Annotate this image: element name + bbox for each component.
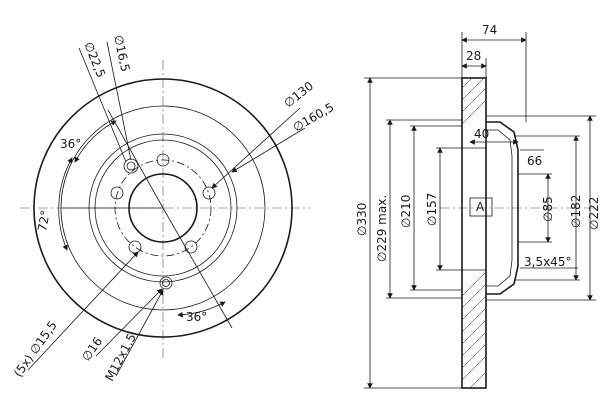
leader-d15-5 [27, 251, 139, 371]
label-w-40: 40 [474, 127, 489, 141]
spigot-hole-top-inner [126, 161, 136, 171]
bolt-hole [184, 240, 198, 254]
label-d16-5: ∅16,5 [111, 34, 132, 73]
label-d-229: ∅229 max. [375, 195, 389, 262]
bolt-hole [110, 186, 124, 200]
ref-a-box [469, 197, 493, 217]
leader-thread [115, 289, 164, 377]
label-d160-5: ∅160,5 [291, 100, 337, 135]
hat-profile-top [486, 121, 519, 295]
leader-d16-5 [106, 41, 132, 161]
leader-d160-5 [231, 127, 306, 173]
label-d-222: ∅222 [587, 197, 600, 230]
bolt-hole [156, 153, 170, 167]
radial-line-top [107, 109, 164, 209]
label-d16: ∅16 [79, 335, 105, 364]
leader-d130 [211, 107, 301, 189]
label-d-182: ∅182 [569, 195, 583, 228]
thread-hole-inner [162, 279, 170, 287]
label-angle-36-top: 36° [60, 137, 81, 151]
label-d-210: ∅210 [399, 195, 413, 228]
disc-flange [461, 77, 487, 389]
label-ref-a: A [476, 200, 485, 214]
leader-d22-5 [78, 47, 127, 163]
label-w-74: 74 [482, 23, 497, 37]
outer-disc-circle [33, 78, 293, 338]
label-angle-72: 72° [35, 209, 52, 232]
label-angle-36-bottom: 36° [186, 310, 207, 324]
front-view: ∅16,5 ∅22,5 ∅130 ∅160,5 36° 72° 36° (5x)… [11, 34, 336, 384]
hat-inner-profile [486, 129, 513, 287]
label-d15-5: (5x) ∅15,5 [11, 318, 60, 379]
friction-inner-circle [60, 105, 266, 311]
section-view: A 74 28 40 66 3,5x45° ∅330 ∅229 max. ∅21… [355, 23, 600, 389]
label-d-66: 66 [527, 154, 542, 168]
angle-arc-36-bottom [177, 301, 226, 318]
label-d130: ∅130 [281, 79, 316, 111]
thread-hole [159, 276, 173, 290]
flange-hatch [461, 77, 487, 389]
spigot-hole-top [123, 158, 139, 174]
label-d-330: ∅330 [355, 203, 369, 236]
bolt-hole [128, 240, 142, 254]
label-d22-5: ∅22,5 [81, 40, 108, 80]
label-chamfer: 3,5x45° [524, 255, 571, 269]
bolt-holes [110, 153, 216, 254]
angle-arc-72 [58, 157, 73, 251]
bolt-hole [202, 186, 216, 200]
angle-arc-36-top [74, 120, 117, 163]
label-w-28: 28 [466, 49, 481, 63]
label-d-157: ∅157 [425, 193, 439, 226]
label-thread: M12x1,5 [102, 331, 139, 383]
leader-d16 [95, 288, 163, 357]
label-d-85: ∅85 [541, 196, 555, 222]
